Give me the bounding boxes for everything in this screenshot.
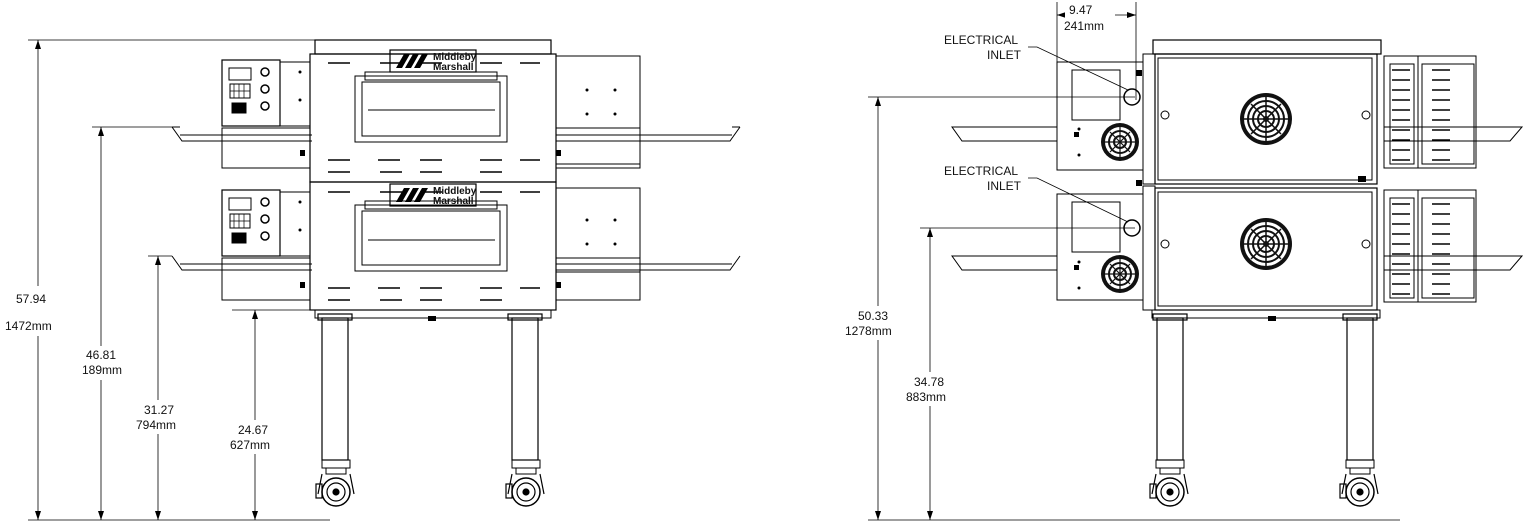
upper-conveyor-height-inches: 46.81 (86, 348, 116, 362)
inlet-offset-inches: 9.47 (1069, 3, 1093, 17)
upper-oven-front (171, 39, 741, 183)
lower-conveyor-height-inches: 31.27 (144, 403, 174, 417)
svg-text:Middleby: Middleby (433, 52, 477, 63)
electrical-inlet-lower-label: ELECTRICAL (944, 164, 1018, 178)
electrical-inlet-lower-label-2: INLET (987, 179, 1022, 193)
front-view: 57.94 1472mm 46.81 189mm 31.27 794mm 24.… (2, 39, 741, 521)
lower-inlet-height-mm: 883mm (906, 390, 946, 404)
rear-view: 9.47 241mm ELECTRICAL INLET ELECTRICAL I… (840, 2, 1524, 521)
svg-text:Marshall: Marshall (433, 62, 474, 73)
inlet-offset-mm: 241mm (1064, 19, 1104, 33)
brand-badge-upper: Middleby Marshall (396, 52, 477, 73)
upper-conveyor-height-mm: 189mm (82, 363, 122, 377)
upper-inlet-height-inches: 50.33 (858, 309, 888, 323)
upper-oven-rear (951, 39, 1524, 185)
stand-height-inches: 24.67 (238, 423, 268, 437)
lower-oven-rear (951, 185, 1524, 319)
stand-height-mm: 627mm (230, 438, 270, 452)
front-stand (315, 313, 545, 507)
lower-conveyor-height-mm: 794mm (136, 418, 176, 432)
electrical-inlet-upper-label: ELECTRICAL (944, 33, 1018, 47)
lower-inlet-height-inches: 34.78 (914, 375, 944, 389)
brand-badge-lower: Middleby Marshall (396, 186, 477, 207)
svg-text:Marshall: Marshall (433, 196, 474, 207)
overall-height-mm: 1472mm (5, 319, 52, 333)
overall-height-inches: 57.94 (16, 292, 46, 306)
svg-text:Middleby: Middleby (433, 186, 477, 197)
rear-stand (1149, 313, 1379, 507)
electrical-inlet-upper-label-2: INLET (987, 48, 1022, 62)
upper-inlet-height-mm: 1278mm (845, 324, 892, 338)
